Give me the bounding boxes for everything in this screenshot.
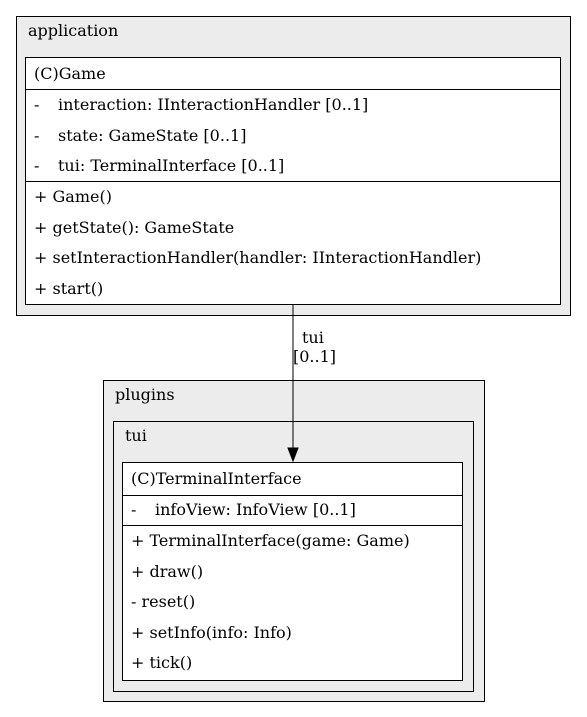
association-multiplicity-label: [0..1]: [293, 347, 337, 366]
package-tui-label: tui: [125, 426, 147, 445]
class-game-method: + getState(): GameState: [34, 217, 235, 237]
class-terminal-interface-method: + draw(): [131, 561, 204, 581]
class-game: (C)Game -interaction: IInteractionHandle…: [25, 57, 561, 305]
package-application-label: application: [28, 21, 119, 40]
class-terminal-interface-method: - reset(): [131, 592, 196, 611]
class-terminal-interface-method: + tick(): [131, 653, 193, 672]
class-terminal-interface-title: (C)TerminalInterface: [123, 463, 462, 496]
package-plugins-label: plugins: [115, 385, 175, 404]
class-game-methods: + Game() + getState(): GameState + setIn…: [26, 182, 560, 304]
class-terminal-interface-method: + setInfo(info: Info): [131, 622, 292, 642]
class-game-field: -interaction: IInteractionHandler [0..1]: [34, 95, 369, 114]
association-arrowhead: [287, 447, 299, 463]
class-game-method: + Game(): [34, 187, 112, 206]
class-game-field: -state: GameState [0..1]: [34, 125, 247, 145]
class-game-fields: -interaction: IInteractionHandler [0..1]…: [26, 90, 560, 182]
class-terminal-interface-methods: + TerminalInterface(game: Game) + draw()…: [123, 526, 462, 679]
class-game-field: -tui: TerminalInterface [0..1]: [34, 156, 285, 175]
class-terminal-interface: (C)TerminalInterface -infoView: InfoView…: [122, 462, 463, 681]
class-game-method: + setInteractionHandler(handler: IIntera…: [34, 248, 482, 267]
class-game-title: (C)Game: [26, 58, 560, 90]
class-terminal-interface-method: + TerminalInterface(game: Game): [131, 531, 410, 550]
association-role-label: tui: [302, 328, 324, 347]
class-terminal-interface-fields: -infoView: InfoView [0..1]: [123, 496, 462, 526]
class-game-method: + start(): [34, 278, 104, 298]
class-terminal-interface-field: -infoView: InfoView [0..1]: [131, 500, 356, 519]
